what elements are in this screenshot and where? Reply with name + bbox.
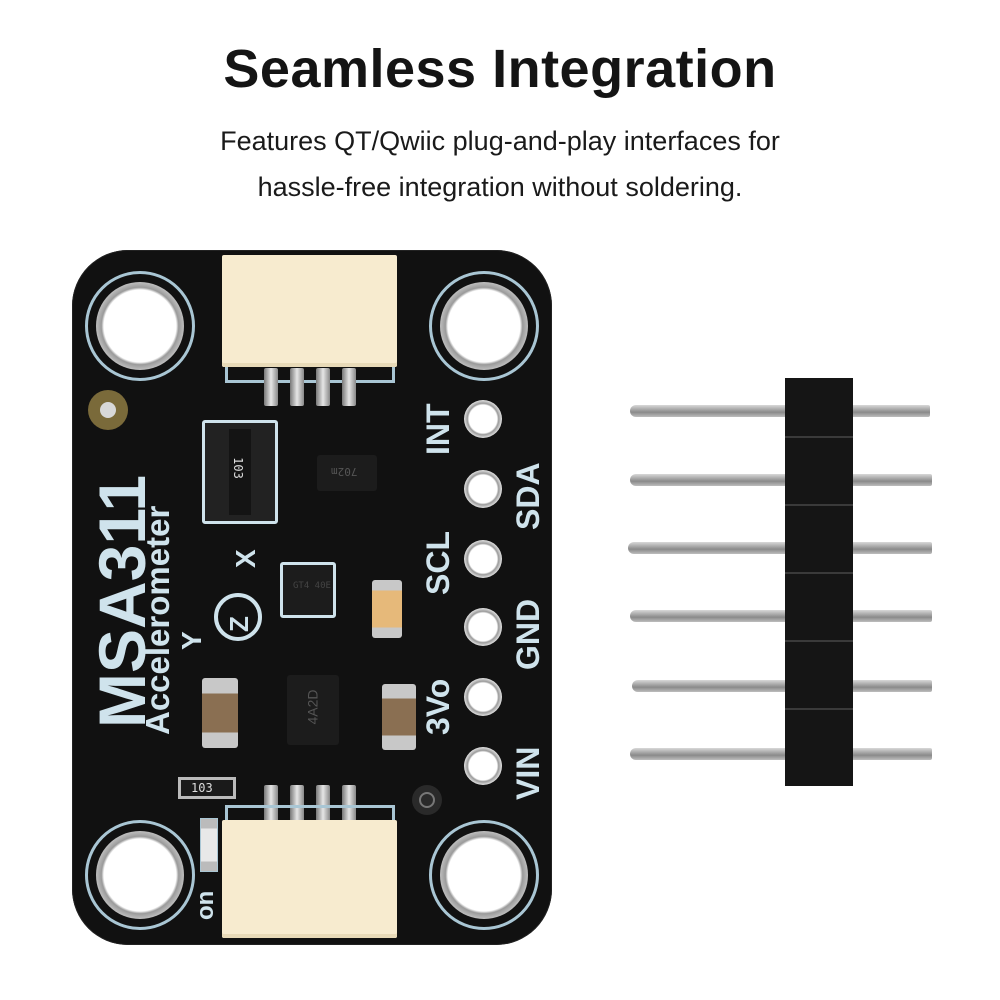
pin-pad-3vo[interactable] (464, 678, 502, 716)
capacitor (202, 678, 238, 748)
header-pin (630, 474, 932, 486)
voltage-regulator-ic: 4A2D (287, 675, 339, 745)
pin-label-sda: SDA (510, 462, 546, 530)
capacitor (382, 684, 416, 750)
mounting-hole-bottom-right (429, 820, 539, 930)
board-name-label: Accelerometer (139, 505, 176, 735)
pin-label-scl: SCL (420, 531, 456, 595)
resistor-array: 103 (202, 420, 278, 524)
axis-z-circle (214, 593, 262, 641)
page-subtitle: Features QT/Qwiic plug-and-play interfac… (0, 118, 1000, 210)
page-title: Seamless Integration (223, 39, 777, 99)
mounting-hole-bottom-left (85, 820, 195, 930)
mounting-hole-top-right (429, 271, 539, 381)
resistor: 103 (178, 777, 236, 799)
power-led (200, 818, 218, 872)
header-pin (630, 610, 932, 622)
power-led-label: on (192, 890, 219, 920)
mounting-hole-top-left (85, 271, 195, 381)
header-pin (628, 542, 932, 554)
header-pin (630, 405, 930, 417)
msa311-breakout-board: MSA311 Accelerometer 103 702m X Z Y GT4 … (72, 250, 552, 945)
pin-pad-vin[interactable] (464, 747, 502, 785)
pin-label-vin: VIN (510, 746, 546, 800)
pin-pad-int[interactable] (464, 400, 502, 438)
axis-z-label: Z (224, 616, 254, 632)
pin-pad-gnd[interactable] (464, 608, 502, 646)
pin-label-3vo: 3Vo (420, 678, 456, 735)
axis-x-label: X (230, 549, 261, 568)
top-stemma-qt-connector[interactable] (222, 255, 397, 367)
accelerometer-sensor-chip: GT4 40E (280, 562, 336, 618)
fiducial-mark (88, 390, 128, 430)
header-pin (632, 680, 932, 692)
pin-label-gnd: GND (510, 598, 546, 670)
level-shifter-ic: 702m (317, 455, 377, 491)
pin-pad-sda[interactable] (464, 470, 502, 508)
pin-label-int: INT (420, 403, 456, 455)
axis-y-label: Y (176, 631, 207, 650)
header-plastic-body (785, 378, 853, 786)
subtitle-line-1: Features QT/Qwiic plug-and-play interfac… (220, 126, 780, 156)
via (412, 785, 442, 815)
header-pin (630, 748, 932, 760)
pin-pad-scl[interactable] (464, 540, 502, 578)
bottom-stemma-qt-connector[interactable] (222, 820, 397, 938)
subtitle-line-2: hassle-free integration without solderin… (257, 172, 743, 202)
capacitor (372, 580, 402, 638)
